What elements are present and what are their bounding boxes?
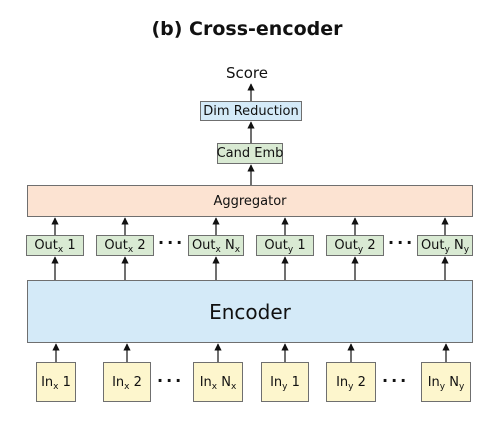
output-label: Outx Nx xyxy=(191,238,241,255)
input-label: Iny 2 xyxy=(336,374,366,392)
input-box: Inx Nx xyxy=(193,362,243,402)
output-label: Outy 1 xyxy=(264,238,306,255)
encoder-box: Encoder xyxy=(27,280,473,343)
input-label: Iny Ny xyxy=(427,374,465,392)
input-label: Inx Nx xyxy=(199,374,237,392)
output-ellipsis: ··· xyxy=(158,233,186,252)
aggregator-box: Aggregator xyxy=(27,185,473,217)
output-box: Outx 1 xyxy=(26,235,84,256)
input-ellipsis: ··· xyxy=(157,371,185,390)
output-box: Outx Nx xyxy=(188,235,244,256)
dim-reduction-label: Dim Reduction xyxy=(203,103,299,119)
output-label: Outx 1 xyxy=(34,238,76,255)
score-label: Score xyxy=(225,64,268,82)
input-box: Iny Ny xyxy=(421,362,471,402)
diagram-title: (b) Cross-encoder xyxy=(151,18,343,40)
output-box: Outy 2 xyxy=(326,235,384,256)
cand-emb-label: Cand Emb xyxy=(216,146,284,161)
cand-emb-box: Cand Emb xyxy=(217,143,283,164)
output-label: Outy 2 xyxy=(334,238,376,255)
input-box: Inx 1 xyxy=(36,362,76,402)
output-label: Outy Ny xyxy=(420,238,470,255)
output-box: Outy 1 xyxy=(256,235,314,256)
encoder-label: Encoder xyxy=(209,299,291,324)
output-ellipsis: ··· xyxy=(388,233,416,252)
output-label: Outx 2 xyxy=(104,238,146,255)
aggregator-label: Aggregator xyxy=(213,193,287,209)
input-box: Inx 2 xyxy=(103,362,151,402)
input-label: Inx 2 xyxy=(112,374,142,392)
dim-reduction-box: Dim Reduction xyxy=(200,101,302,121)
input-label: Iny 1 xyxy=(270,374,300,392)
input-box: Iny 1 xyxy=(261,362,309,402)
output-box: Outx 2 xyxy=(96,235,154,256)
input-box: Iny 2 xyxy=(326,362,376,402)
input-label: Inx 1 xyxy=(41,374,71,392)
output-box: Outy Ny xyxy=(417,235,473,256)
input-ellipsis: ··· xyxy=(382,371,410,390)
